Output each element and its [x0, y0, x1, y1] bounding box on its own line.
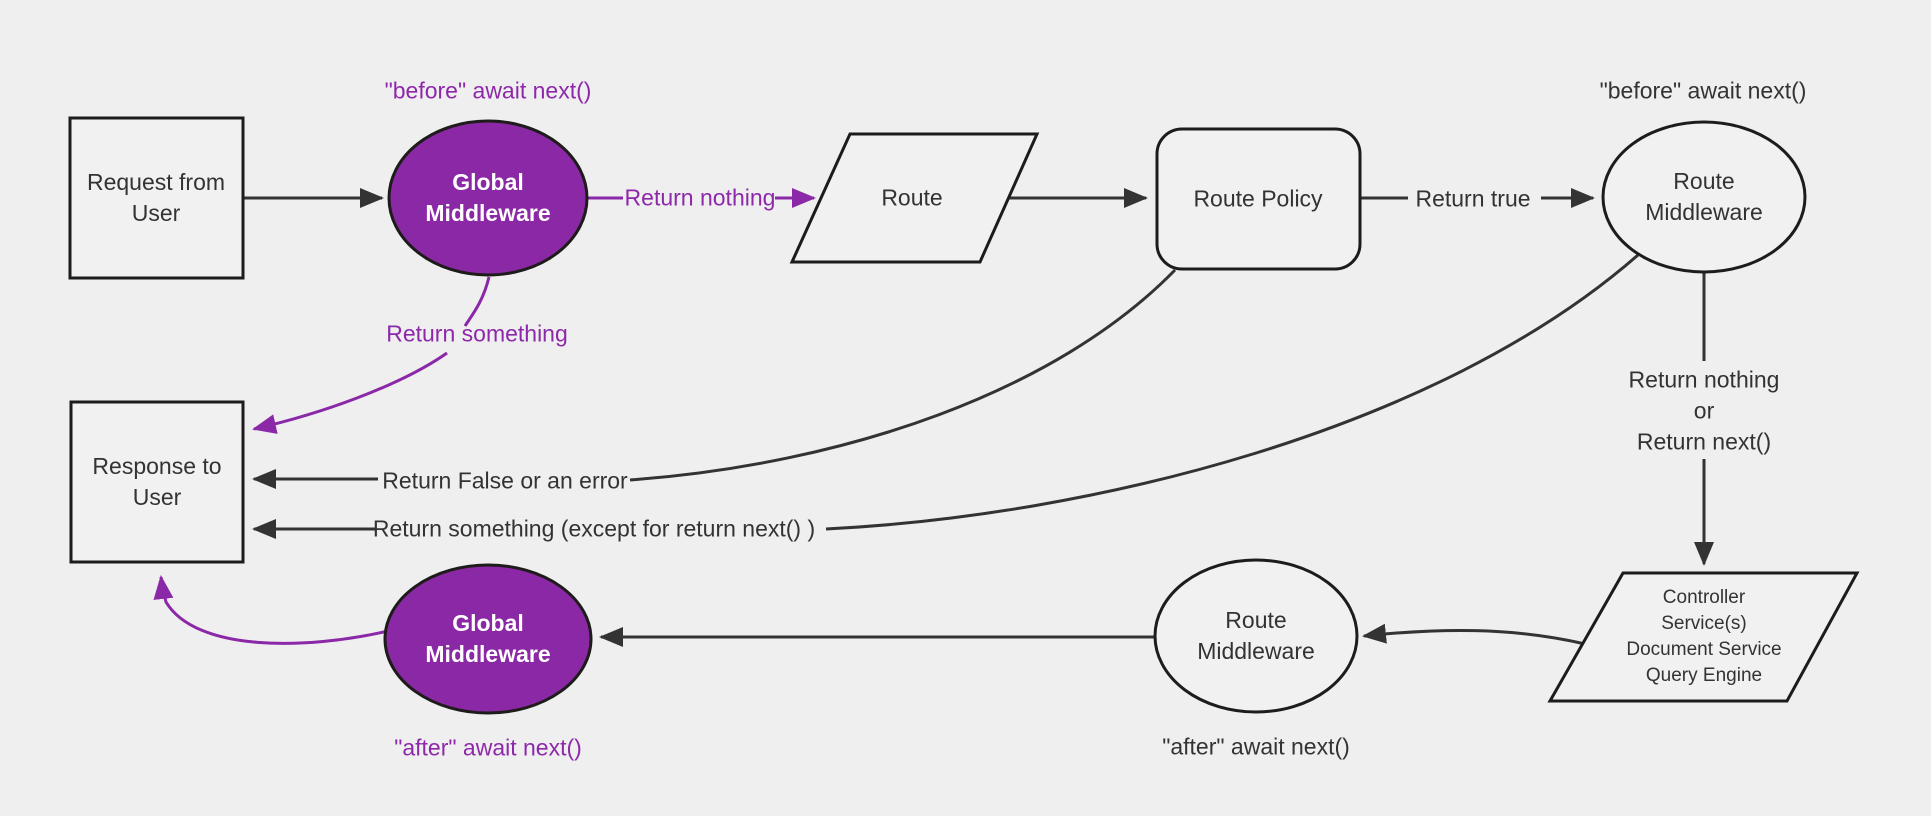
route-middleware-bottom-node-shape	[1153, 558, 1359, 714]
after-await-next-route-label: "after" await next()	[1162, 733, 1350, 760]
return-nothing-or-next-label: Return nothing or Return next()	[1628, 366, 1780, 455]
return-something-except-label: Return something (except for return next…	[372, 515, 816, 542]
edge-global-bottom-to-response	[153, 575, 389, 645]
route-middleware-bottom-node-label: Route Middleware	[1197, 607, 1315, 664]
response-node-shape	[69, 400, 245, 564]
return-nothing-label: Return nothing	[624, 184, 776, 211]
edge-route-middleware-to-response-curve	[825, 253, 1639, 531]
controller-node-label: Controller Service(s) Document Service Q…	[1626, 587, 1782, 686]
route-policy-node-shape	[1155, 127, 1362, 271]
before-await-next-top-label: "before" await next()	[384, 77, 592, 104]
edge-controller-to-route-middleware-bottom	[1362, 623, 1586, 646]
controller-node-shape	[1547, 571, 1860, 703]
edge-global-to-response-curve	[463, 276, 491, 327]
route-node-shape	[789, 132, 1040, 264]
route-middleware-top-node-shape	[1601, 120, 1807, 274]
edge-route-policy-to-response-curve	[629, 268, 1177, 482]
before-await-next-right-label: "before" await next()	[1599, 77, 1807, 104]
after-await-next-global-label: "after" await next()	[394, 734, 582, 761]
route-policy-node-label: Route Policy	[1193, 185, 1323, 212]
global-middleware-bottom-node-label: Global Middleware	[425, 610, 551, 667]
return-something-label: Return something	[386, 320, 568, 347]
edge-global-to-response-arrow	[252, 351, 448, 434]
return-true-label: Return true	[1415, 185, 1531, 212]
route-middleware-top-node-label: Route Middleware	[1645, 168, 1763, 225]
global-middleware-bottom-node-shape	[383, 563, 593, 715]
route-node-label: Route	[881, 184, 943, 211]
request-node-shape	[68, 116, 245, 280]
global-middleware-top-node-label: Global Middleware	[425, 169, 551, 226]
request-node-label: Request from User	[86, 169, 226, 226]
global-middleware-top-node-shape	[387, 119, 589, 277]
response-node-label: Response to User	[92, 453, 222, 510]
return-false-or-error-label: Return False or an error	[382, 467, 628, 494]
